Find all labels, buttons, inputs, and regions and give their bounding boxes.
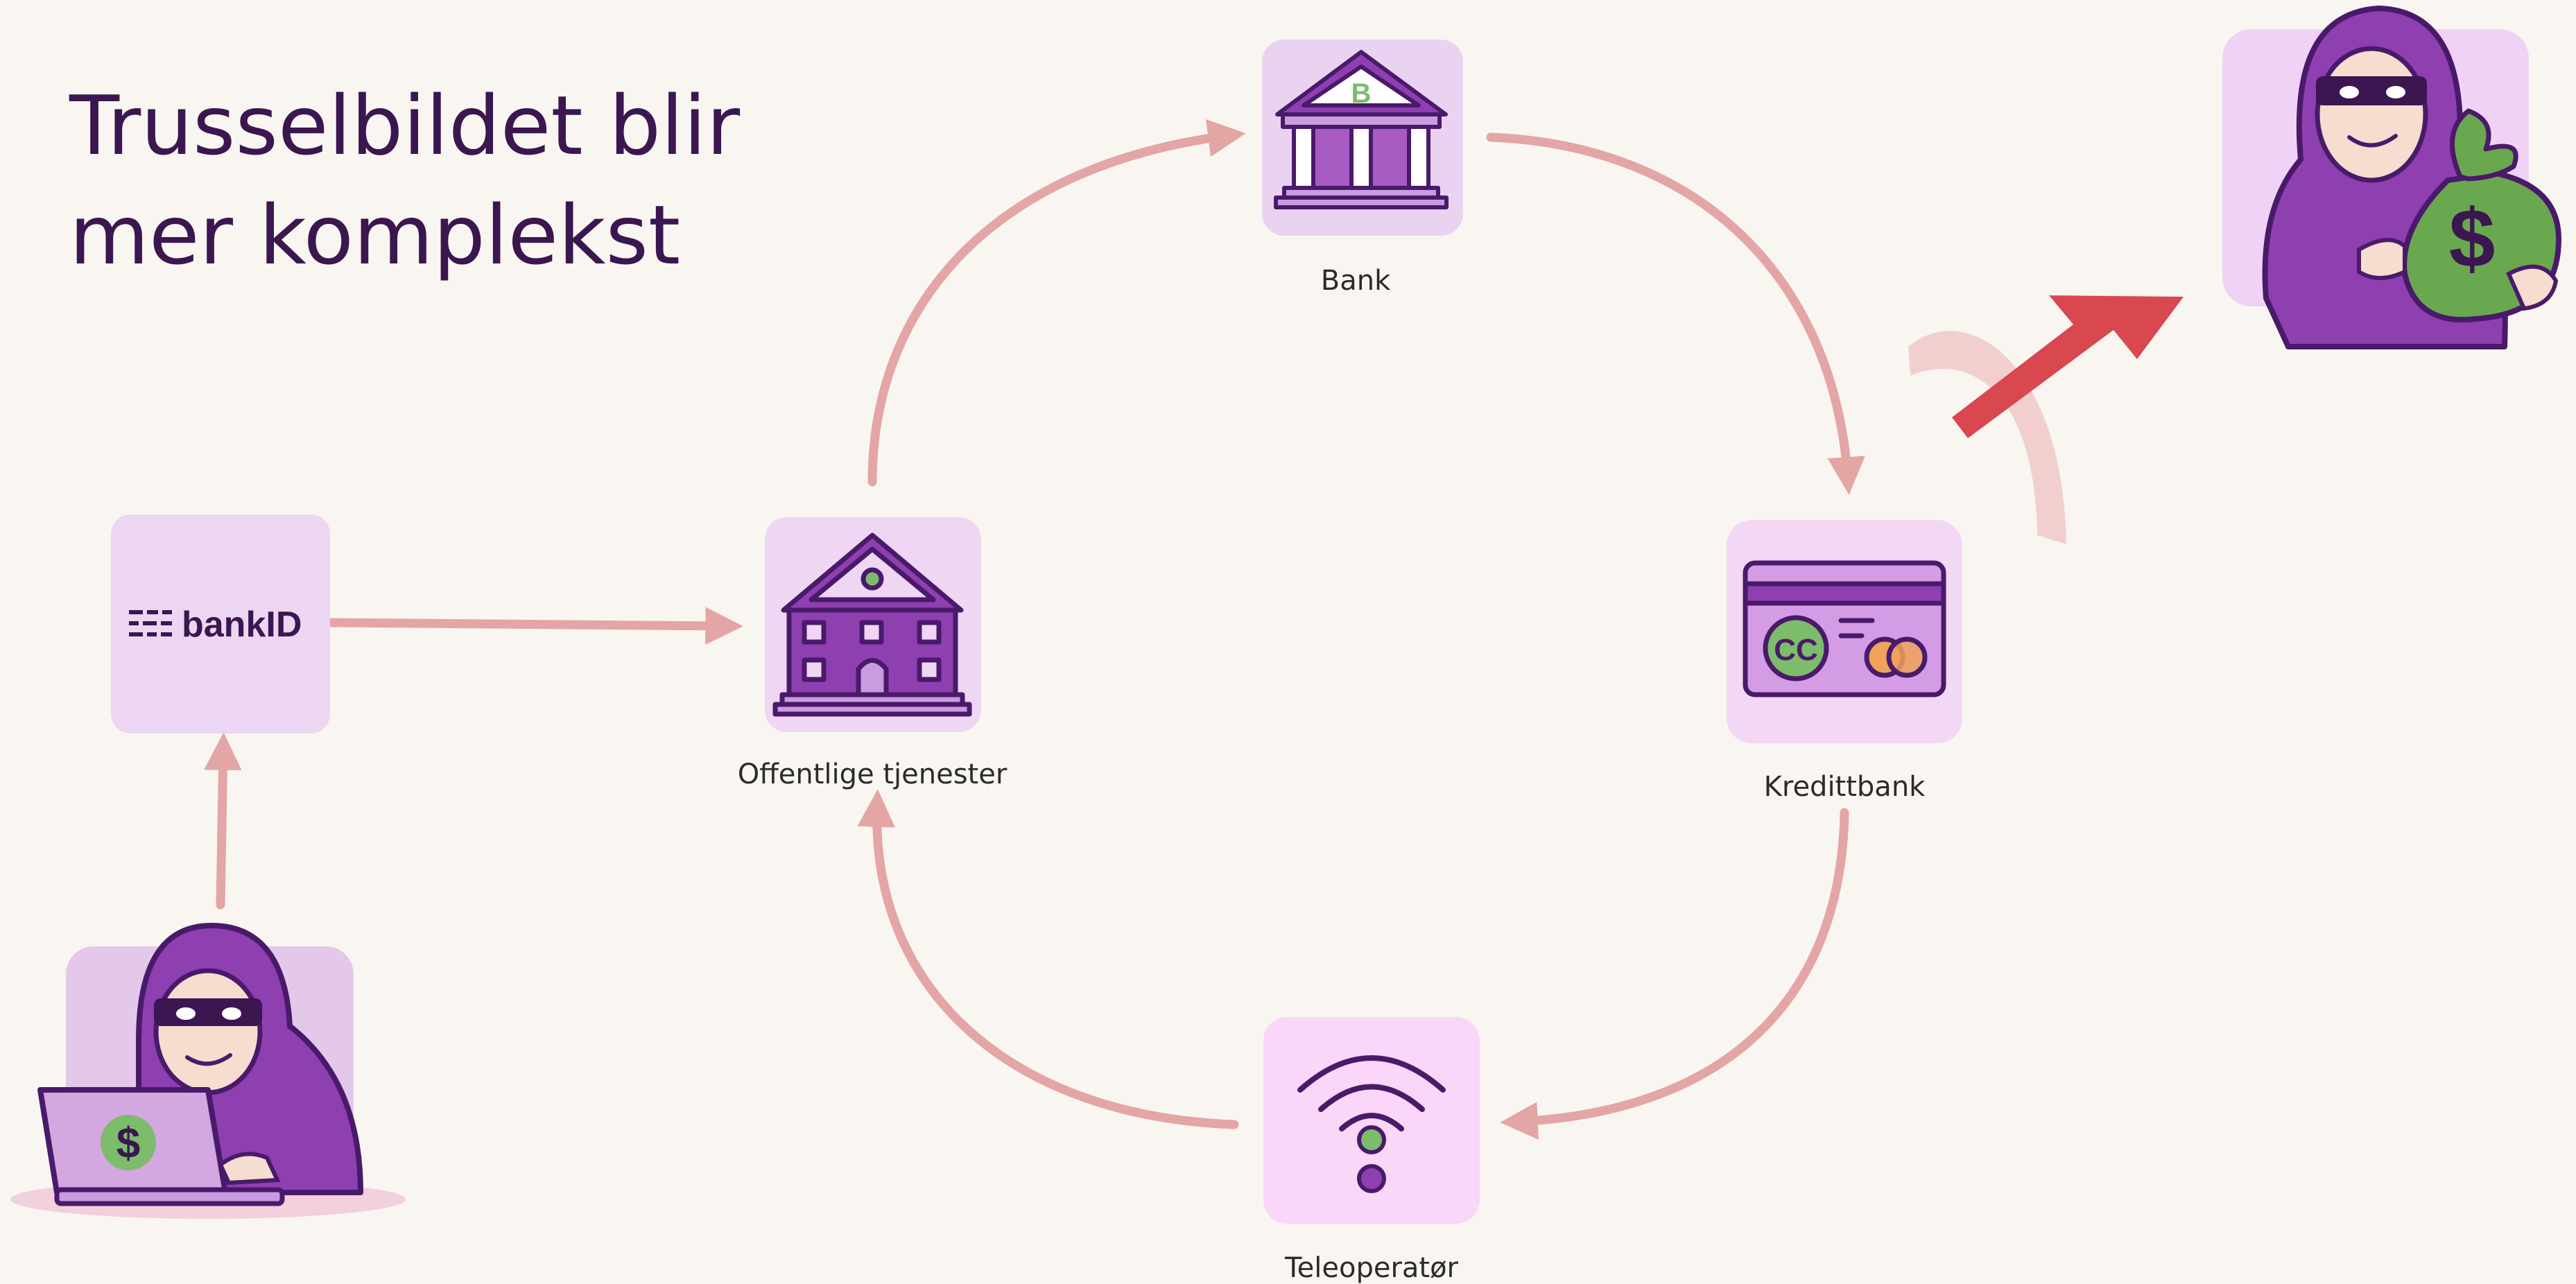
arrow-public-to-bank [867,119,1246,487]
arrow-bank-to-creditbank [1486,132,1865,495]
hacker-with-laptop: $ [10,923,406,1219]
flow-arrows [204,119,1865,1140]
bankid-node: bankID [111,514,330,734]
thief-mask [2316,76,2427,105]
wifi-signal-icon [1297,1055,1446,1131]
laptop-base [54,1187,285,1206]
bank-label: Bank [1321,265,1391,297]
bankid-logo-icon [129,610,172,636]
thief-hand-left [2357,238,2407,280]
credit-card-icon [1743,560,1946,697]
wifi-dot-purple [1357,1164,1386,1193]
money-bag-tie [2450,108,2518,182]
hacker-hand [218,1152,281,1186]
bankid-logo-text: bankID [182,605,302,645]
thief-face [2315,46,2428,183]
telecom-node: Teleoperatør [1263,1017,1480,1284]
credit-bank-node: CC Kredittbank [1727,520,1962,803]
bank-building-icon [1274,50,1449,209]
bank-node: B Bank [1262,40,1463,297]
thief-with-moneybag: $ [2222,6,2561,349]
arrow-creditbank-to-telecom [1500,808,1849,1140]
public-services-node: Offentlige tjenester [738,517,1008,790]
escape-arrow [1908,295,2184,544]
thief-hand-right [2506,264,2559,311]
telecom-tile [1263,1017,1480,1224]
wifi-dot-green [1357,1125,1386,1154]
page-title-line-2: mer komplekst [69,187,680,283]
arrow-telecom-to-public [857,789,1239,1129]
escape-arrow-shape [1952,295,2184,438]
hacker-face [153,968,263,1095]
telecom-label: Teleoperatør [1284,1252,1459,1284]
public-services-label: Offentlige tjenester [738,758,1008,790]
bankid-tile [111,514,330,734]
hacker-mask [154,998,262,1026]
laptop-dollar-icon [101,1115,156,1170]
bank-emblem: B [1351,78,1372,109]
government-building-icon [772,532,972,717]
arrow-bankid-to-public [327,607,743,645]
money-bag-dollar-symbol: $ [2449,192,2496,285]
laptop-dollar-symbol: $ [116,1120,140,1168]
page-title-line-1: Trusselbildet blir [69,78,741,173]
arrow-hacker-to-bankid [204,732,242,910]
credit-card-text: CC [1774,633,1818,667]
credit-bank-label: Kredittbank [1764,771,1926,803]
